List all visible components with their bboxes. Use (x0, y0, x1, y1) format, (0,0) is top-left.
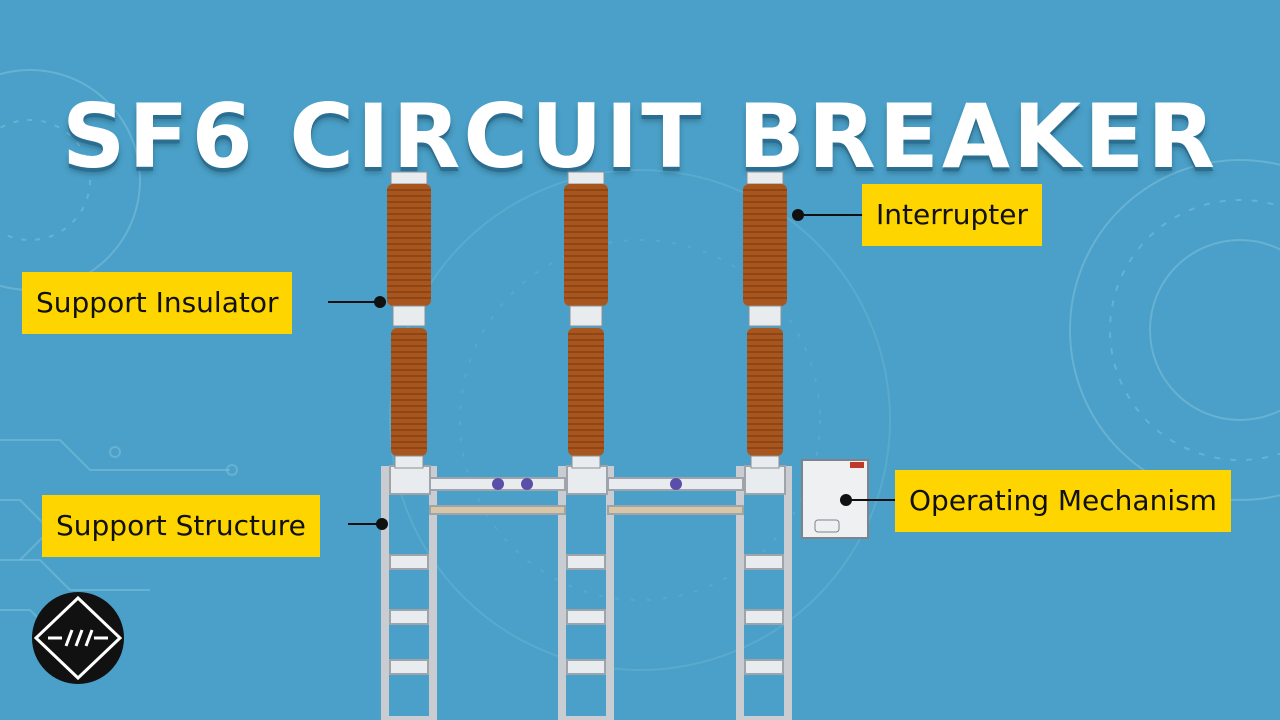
label-support-insulator: Support Insulator (22, 272, 293, 334)
label-support-structure: Support Structure (42, 495, 320, 557)
linkage-bolts (492, 478, 682, 490)
leader-lines (328, 209, 895, 530)
support-structure-frames (381, 465, 792, 720)
porcelain-columns (387, 171, 787, 469)
label-operating-mechanism: Operating Mechanism (895, 470, 1231, 532)
lightning-circle-icon (32, 592, 124, 684)
label-interrupter: Interrupter (862, 184, 1042, 246)
page-title: SF6 CIRCUIT BREAKER (61, 84, 1218, 188)
